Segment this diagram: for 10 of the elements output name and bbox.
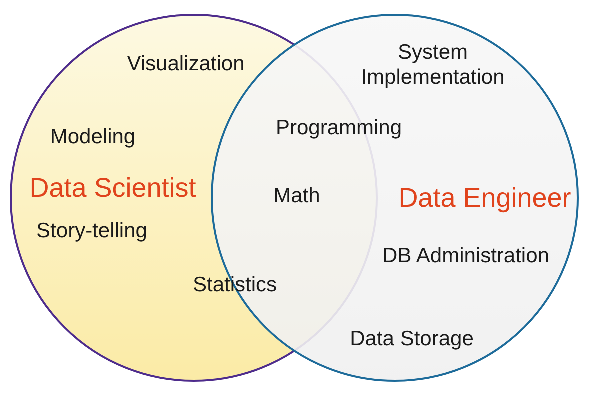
skill-label: Math — [274, 184, 320, 208]
skill-label: Programming — [276, 116, 402, 140]
skill-label: Story-telling — [36, 218, 148, 244]
skill-label: System Implementation — [360, 40, 506, 90]
skill-label: DB Administration — [382, 244, 550, 268]
circle-title: Data Engineer — [398, 183, 572, 213]
skill-label: Data Storage — [350, 326, 474, 352]
circle-title: Data Scientist — [30, 173, 196, 203]
skill-label: Visualization — [127, 52, 245, 76]
skill-label: Modeling — [50, 124, 136, 150]
